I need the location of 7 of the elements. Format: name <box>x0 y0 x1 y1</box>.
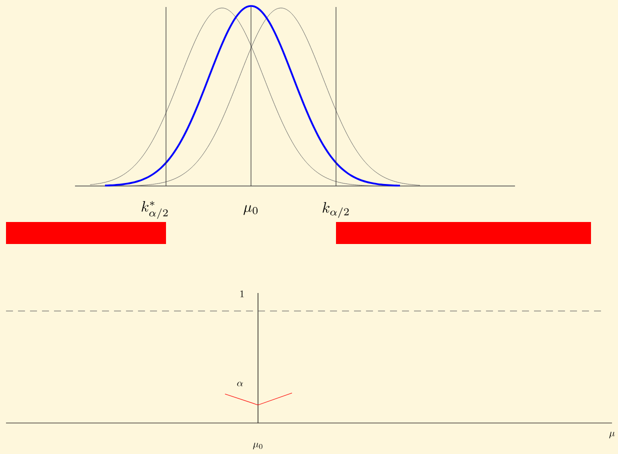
axis-label: $k^*_{\alpha/2}$ <box>142 201 168 219</box>
axis-label: $\mu_0$ <box>244 205 258 215</box>
axis-label: $\alpha$ <box>237 382 243 386</box>
axis-label: $1$ <box>240 290 244 298</box>
axis-label: $\mu_0$ <box>253 442 262 450</box>
axis-label: $k_{\alpha/2}$ <box>322 202 349 218</box>
axis-label: $\mu$ <box>609 432 615 438</box>
